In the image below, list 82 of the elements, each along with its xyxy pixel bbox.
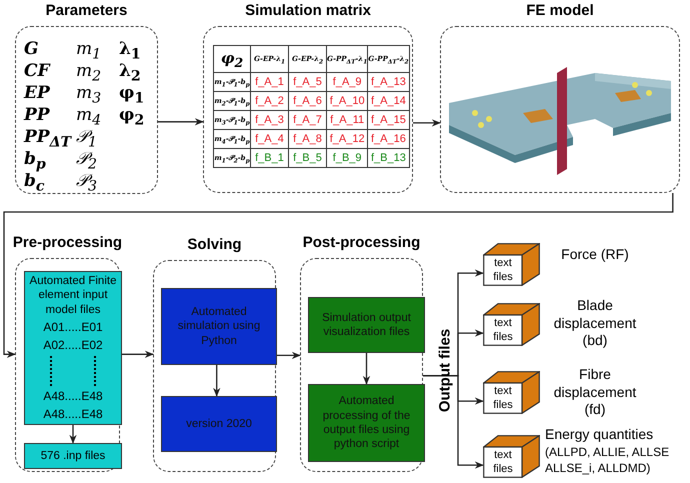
table-cell: f_A_10 bbox=[326, 92, 368, 110]
arrow bbox=[213, 365, 220, 397]
arrow bbox=[120, 350, 154, 358]
arrow bbox=[69, 425, 77, 444]
parameter-symbol: PP$_{ΔT}$ bbox=[24, 127, 72, 150]
group-title: Simulation matrix bbox=[245, 2, 371, 19]
table-cell: f_B_5 bbox=[288, 148, 326, 168]
process-box bbox=[161, 396, 277, 452]
parameter-symbol: m$_{3}$ bbox=[76, 83, 102, 106]
node-caption: Blade displacement (bd) bbox=[552, 297, 638, 350]
parameter-symbol: m$_{4}$ bbox=[76, 105, 102, 128]
group-title: Post-processing bbox=[302, 234, 420, 251]
group-title: Solving bbox=[187, 236, 242, 253]
arrow bbox=[276, 352, 301, 360]
box-text: 576 .inp files bbox=[40, 448, 106, 464]
parameter-symbol: CF bbox=[24, 61, 50, 81]
table-cell: f_B_1 bbox=[250, 148, 288, 168]
parameter-symbol: 𝒫$_{3}$ bbox=[76, 171, 98, 194]
node-caption: Fibre displacement (fd) bbox=[552, 366, 638, 418]
file-cube bbox=[483, 303, 540, 346]
box-text: text files bbox=[492, 257, 514, 284]
parameter-symbol: b$_{c}$ bbox=[24, 171, 45, 194]
arrow bbox=[362, 353, 370, 385]
table-cell: f_A_6 bbox=[288, 92, 326, 110]
parameter-symbol: 𝒫$_{1}$ bbox=[76, 127, 98, 150]
table-cell: f_A_12 bbox=[326, 130, 368, 148]
file-cube bbox=[483, 435, 540, 478]
file-range: A01.....E01 bbox=[43, 320, 103, 336]
box-text: Automated processing of the output files using python script bbox=[322, 394, 412, 452]
process-box bbox=[161, 288, 277, 365]
table-cell: f_B_9 bbox=[326, 148, 368, 168]
node-caption: (ALLPD, ALLIE, ALLSE ALLSE_i, ALLDMD) bbox=[545, 445, 670, 476]
process-box bbox=[24, 271, 122, 425]
parameter-symbol: φ$_{1}$ bbox=[119, 83, 144, 106]
box-text: Automated simulation using Python bbox=[176, 304, 262, 348]
table-cell: f_A_8 bbox=[288, 130, 326, 148]
table-cell: f_A_7 bbox=[288, 110, 326, 130]
box-text: Simulation output visualization files bbox=[321, 310, 412, 340]
node-caption: Energy quantities bbox=[545, 426, 654, 444]
group-title: Parameters bbox=[46, 2, 128, 19]
parameter-symbol: PP bbox=[24, 105, 50, 125]
parameter-symbol: b$_{p}$ bbox=[24, 149, 46, 172]
table-cell: f_A_3 bbox=[250, 110, 288, 130]
arrow bbox=[3, 193, 674, 358]
group-title: Pre-processing bbox=[12, 234, 122, 251]
axis-label: Output files bbox=[436, 328, 454, 414]
table-cell: f_A_15 bbox=[368, 110, 410, 130]
box-text: text files bbox=[492, 449, 514, 476]
parameter-symbol: EP bbox=[24, 83, 50, 103]
arrow bbox=[158, 118, 204, 126]
table-cell: f_A_13 bbox=[368, 72, 410, 92]
box-text: Automated Finite element input model files bbox=[28, 274, 118, 318]
parameter-symbol: φ$_{2}$ bbox=[119, 105, 144, 128]
table-cell: f_A_16 bbox=[368, 130, 410, 148]
parameter-symbol: 𝒫$_{2}$ bbox=[76, 149, 98, 172]
parameter-symbol: λ$_{1}$ bbox=[119, 39, 141, 62]
table-cell: f_A_4 bbox=[250, 130, 288, 148]
node-caption: Force (RF) bbox=[560, 246, 630, 264]
table-cell: f_A_5 bbox=[288, 72, 326, 92]
table-cell: f_B_13 bbox=[368, 148, 410, 168]
file-cube bbox=[483, 371, 540, 414]
parameter-symbol: G bbox=[24, 39, 39, 59]
group-title: FE model bbox=[526, 2, 594, 19]
process-box bbox=[308, 297, 425, 353]
table-cell: f_A_1 bbox=[250, 72, 288, 92]
process-box bbox=[308, 384, 425, 462]
table-cell: f_A_2 bbox=[250, 92, 288, 110]
file-range: A48.....E48 bbox=[43, 407, 103, 422]
table-cell: f_A_11 bbox=[326, 110, 368, 130]
file-cube bbox=[483, 243, 540, 286]
table-cell: f_A_14 bbox=[368, 92, 410, 110]
box-text: version 2020 bbox=[186, 416, 252, 432]
file-range: A02.....E02 bbox=[43, 338, 103, 354]
parameter-symbol: m$_{1}$ bbox=[76, 39, 102, 62]
process-box bbox=[24, 443, 122, 469]
box-text: text files bbox=[492, 385, 514, 412]
table-cell: φ$_{2}$ bbox=[214, 46, 250, 72]
table-cell: f_A_9 bbox=[326, 72, 368, 92]
parameter-symbol: λ$_{2}$ bbox=[119, 61, 141, 84]
file-range: A48.....E48 bbox=[43, 389, 103, 404]
parameter-symbol: m$_{2}$ bbox=[76, 61, 102, 84]
box-text: text files bbox=[492, 317, 514, 344]
